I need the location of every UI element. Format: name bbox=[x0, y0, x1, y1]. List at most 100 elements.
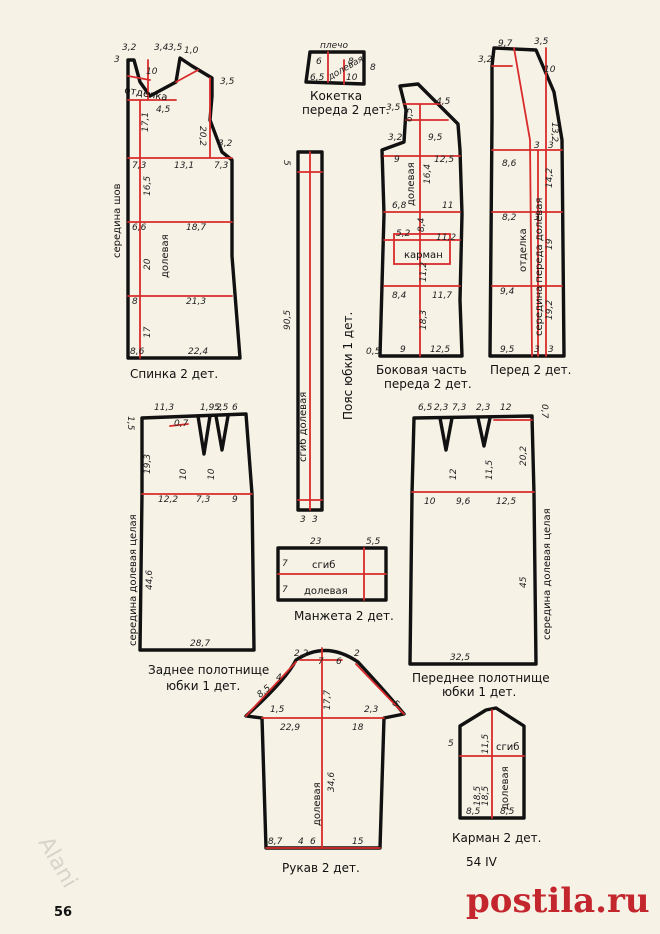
sleeve-guides bbox=[245, 647, 405, 849]
sf-num-11: 5,2 bbox=[396, 229, 411, 239]
sf-num-18: 9 bbox=[400, 345, 406, 355]
back-num-14: 6,6 bbox=[132, 223, 147, 233]
pocket-grain: долевая bbox=[500, 766, 511, 810]
front-num-3: 10 bbox=[544, 65, 556, 75]
belt-guides bbox=[297, 151, 323, 511]
sleeve-outline bbox=[244, 648, 406, 850]
sleeve-title: Рукав 2 дет. bbox=[282, 861, 360, 875]
front-num-5: 3 bbox=[534, 141, 540, 151]
back-side-label: середина шов bbox=[112, 183, 123, 258]
cuff-num-1: 5,5 bbox=[366, 537, 381, 547]
sl-num-15: 6 bbox=[310, 837, 316, 847]
back-skirt-title-1: Заднее полотнище bbox=[148, 663, 269, 677]
back-skirt-title-2: юбки 1 дет. bbox=[166, 679, 240, 693]
sl-num-3: 2 bbox=[354, 649, 360, 659]
bs-num-1: 11,3 bbox=[154, 403, 174, 413]
front-num-7: 8,6 bbox=[502, 159, 517, 169]
sl-num-14: 4 bbox=[298, 837, 304, 847]
piece-cuff: 23 5,5 7 7 сгиб долевая Манжета 2 дет. bbox=[276, 537, 394, 623]
cuff-num-0: 23 bbox=[310, 537, 322, 547]
sl-num-2: 6 bbox=[336, 657, 342, 667]
back-num-5: 3,5 bbox=[220, 77, 235, 87]
sf-num-1: 4,5 bbox=[436, 97, 451, 107]
back-guides bbox=[127, 59, 233, 359]
front-num-9: 8,2 bbox=[502, 213, 517, 223]
back-skirt-outline bbox=[138, 412, 256, 652]
page-number: 56 bbox=[54, 905, 72, 920]
sf-num-8: 6,8 bbox=[392, 201, 407, 211]
back-num-19: 17 bbox=[143, 326, 153, 338]
plate-number: 54 IV bbox=[466, 855, 498, 869]
front-title: Перед 2 дет. bbox=[490, 363, 571, 377]
back-num-22: 3 bbox=[114, 55, 120, 65]
back-num-16: 20 bbox=[143, 258, 153, 270]
front-num-11: 19 bbox=[545, 238, 555, 250]
front-num-10: 3 bbox=[534, 213, 540, 223]
piece-sleeve: 2,2 7 6 2 4 8,5 1,5 17,7 2,3 5 22,9 18 3… bbox=[244, 647, 406, 875]
sl-num-11: 18 bbox=[352, 723, 364, 733]
sf-num-9: 11 bbox=[442, 201, 453, 211]
fs-num-10: 9,6 bbox=[456, 497, 471, 507]
front-trim: отделка bbox=[518, 228, 529, 272]
yoke-top: плечо bbox=[320, 41, 348, 51]
piece-back: 3,2 3,4 3,5 1,0 10 3,5 4,5 20,2 17,1 3,2… bbox=[112, 43, 242, 381]
front-num-8: 14,2 bbox=[545, 168, 555, 188]
belt-num-1: 90,5 bbox=[283, 310, 293, 330]
fs-num-9: 10 bbox=[424, 497, 436, 507]
bs-num-0: 1,5 bbox=[125, 416, 135, 431]
piece-front-skirt: 6,5 2,3 7,3 2,3 12 0,7 12 11,5 20,2 10 9… bbox=[408, 403, 553, 699]
side-front-pocket-guide bbox=[393, 233, 451, 265]
sl-num-5: 8,5 bbox=[256, 683, 274, 700]
piece-side-front: 3,5 4,5 6,5 3,2 9,5 9 12,5 16,4 6,8 11 8… bbox=[366, 82, 472, 391]
bs-num-12: 9 bbox=[232, 495, 238, 505]
postila-watermark: postila.ru bbox=[466, 881, 650, 921]
bs-num-14: 28,7 bbox=[190, 639, 210, 649]
fs-num-2: 7,3 bbox=[452, 403, 467, 413]
front-num-6: 3 bbox=[548, 141, 554, 151]
back-grain-label: долевая bbox=[160, 234, 171, 278]
yoke-outline bbox=[304, 50, 366, 86]
belt-title: Пояс юбки 1 дет. bbox=[341, 312, 355, 420]
side-front-pocket: карман bbox=[404, 250, 443, 261]
back-num-10: 7,3 bbox=[132, 161, 147, 171]
sf-num-6: 12,5 bbox=[434, 155, 454, 165]
sf-num-0: 3,5 bbox=[386, 103, 401, 113]
sf-num-10: 8,4 bbox=[417, 217, 427, 232]
back-skirt-darts bbox=[196, 414, 230, 456]
cuff-grain: долевая bbox=[304, 586, 348, 597]
belt-num-2: 3 bbox=[300, 515, 306, 525]
bs-num-7: 19,3 bbox=[143, 454, 153, 474]
back-num-1: 3,4 bbox=[154, 43, 169, 53]
cuff-title: Манжета 2 дет. bbox=[294, 609, 394, 623]
sf-num-14: 8,4 bbox=[392, 291, 407, 301]
fs-num-6: 12 bbox=[449, 468, 459, 480]
bs-num-13: 44,6 bbox=[145, 570, 155, 590]
pk-num-4: 8,5 bbox=[466, 807, 481, 817]
back-skirt-guides bbox=[141, 423, 253, 495]
back-num-21: 22,4 bbox=[188, 347, 208, 357]
front-num-4: 13,2 bbox=[549, 122, 559, 142]
sf-num-3: 3,2 bbox=[388, 133, 403, 143]
pocket-outline bbox=[458, 706, 526, 820]
pk-num-3: 18,5 bbox=[481, 786, 491, 806]
sl-num-13: 8,7 bbox=[268, 837, 283, 847]
bs-num-5: 6 bbox=[232, 403, 238, 413]
bs-num-9: 10 bbox=[207, 468, 217, 480]
sl-num-6: 1,5 bbox=[270, 705, 285, 715]
front-num-1: 3,5 bbox=[534, 37, 549, 47]
front-num-14: 9,5 bbox=[500, 345, 515, 355]
front-skirt-title-1: Переднее полотнище bbox=[412, 671, 550, 685]
pocket-guides bbox=[459, 709, 525, 819]
back-num-6: 4,5 bbox=[156, 105, 171, 115]
fs-num-7: 11,5 bbox=[485, 460, 495, 480]
back-num-4: 10 bbox=[146, 67, 158, 77]
pocket-title: Карман 2 дет. bbox=[452, 831, 542, 845]
sl-num-16: 15 bbox=[352, 837, 364, 847]
yoke-num-0: 6 bbox=[316, 57, 322, 67]
front-skirt-darts bbox=[438, 416, 492, 452]
pk-num-5: 8,5 bbox=[500, 807, 515, 817]
fs-num-1: 2,3 bbox=[434, 403, 449, 413]
back-num-11: 13,1 bbox=[174, 161, 194, 171]
bs-num-10: 12,2 bbox=[158, 495, 178, 505]
